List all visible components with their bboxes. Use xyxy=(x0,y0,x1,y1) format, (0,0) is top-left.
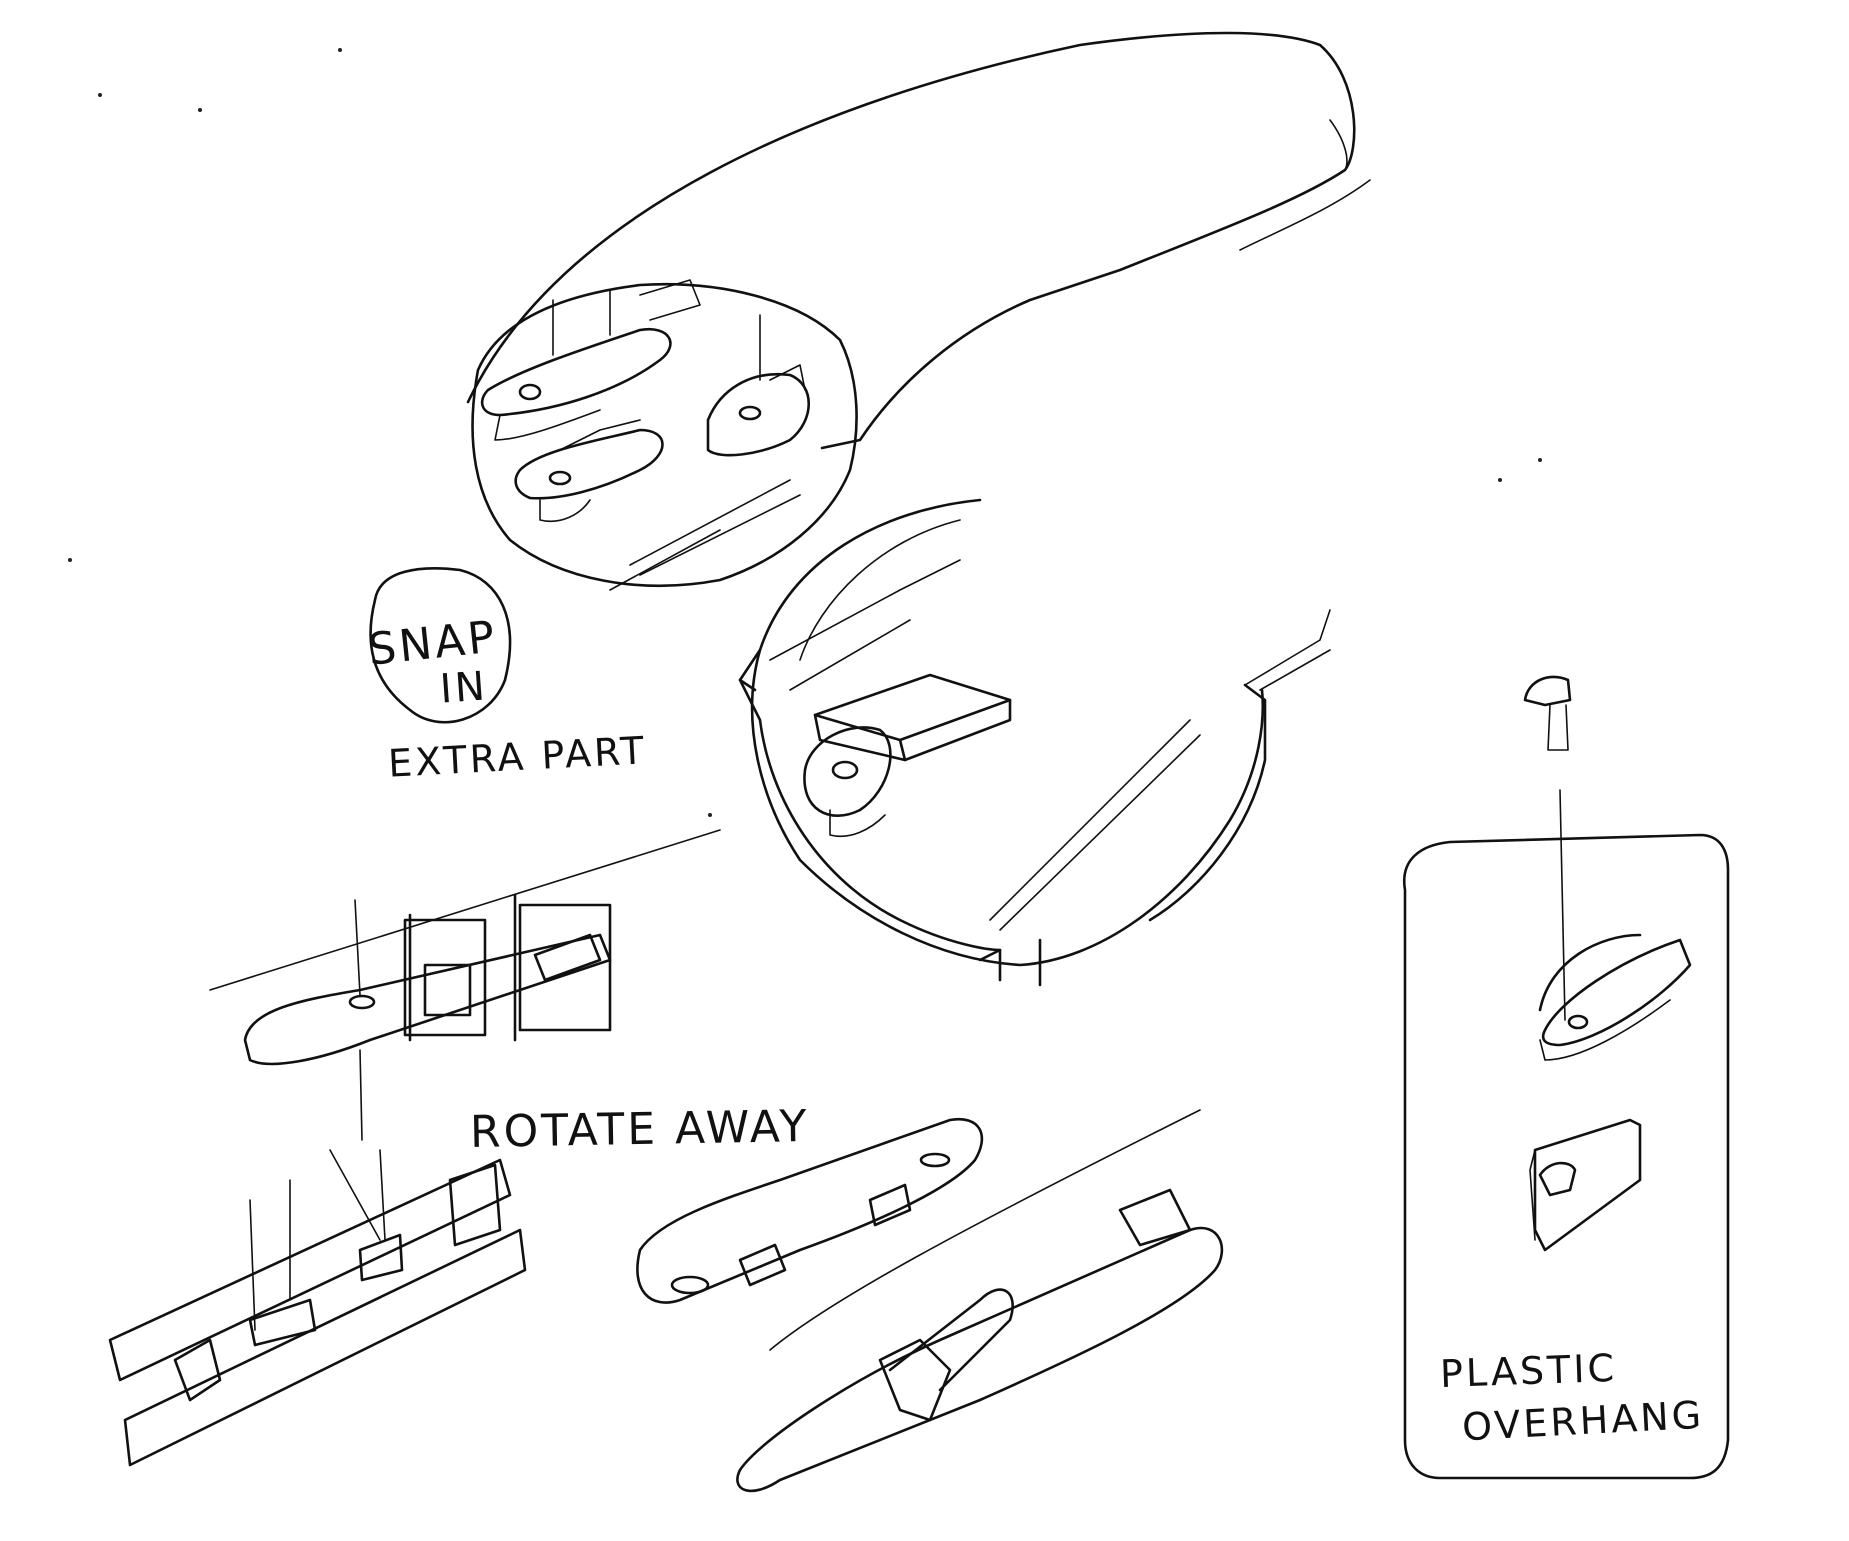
housing-shell-sketch xyxy=(466,31,1371,450)
snap-in-bubble xyxy=(369,567,512,724)
annotation-plastic: PLASTIC xyxy=(1439,1345,1618,1397)
middle-ring-sketch xyxy=(738,498,1331,987)
annotation-in: IN xyxy=(438,663,490,713)
plastic-overhang-panel xyxy=(1402,675,1730,1480)
left-bar-assembly xyxy=(209,829,721,1141)
annotation-rotate-away: ROTATE AWAY xyxy=(469,1101,810,1158)
top-detail-circle xyxy=(471,279,858,591)
bottom-center-plates xyxy=(636,1109,1224,1493)
rotate-away-bars xyxy=(108,1149,527,1467)
